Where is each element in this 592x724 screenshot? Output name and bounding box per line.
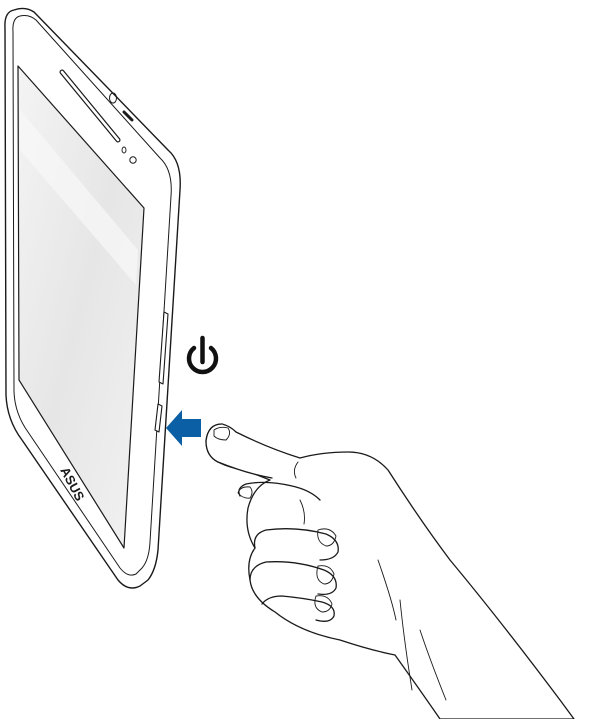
ring-finger	[249, 561, 337, 596]
power-icon	[186, 335, 219, 375]
phone-screen	[17, 65, 145, 549]
wrist-line-3	[377, 559, 397, 621]
thumb-nail	[237, 486, 253, 499]
smartphone: ASUS	[4, 7, 181, 589]
wrist-line-2	[419, 629, 447, 701]
power-button[interactable]	[154, 403, 163, 433]
ring-fingernail	[316, 565, 335, 585]
screen-sheen	[20, 110, 138, 285]
proximity-sensor	[121, 146, 127, 154]
little-fingernail	[314, 595, 333, 613]
index-fingernail	[213, 426, 231, 441]
wrist-line-1	[399, 599, 413, 691]
thumb	[238, 481, 321, 501]
headphone-jack	[109, 92, 117, 104]
top-port	[122, 110, 134, 122]
knuckle-crease-1	[299, 499, 305, 525]
middle-fingernail	[317, 528, 337, 547]
middle-finger	[253, 528, 339, 561]
front-camera	[129, 156, 137, 164]
little-finger	[261, 595, 335, 622]
volume-button	[158, 311, 169, 385]
pointing-hand	[205, 423, 575, 720]
arrow-left-icon	[166, 410, 201, 446]
phone-bezel-edge	[12, 15, 172, 576]
knuckle-crease-2	[293, 461, 299, 479]
speaker-grill-inner	[60, 70, 120, 142]
